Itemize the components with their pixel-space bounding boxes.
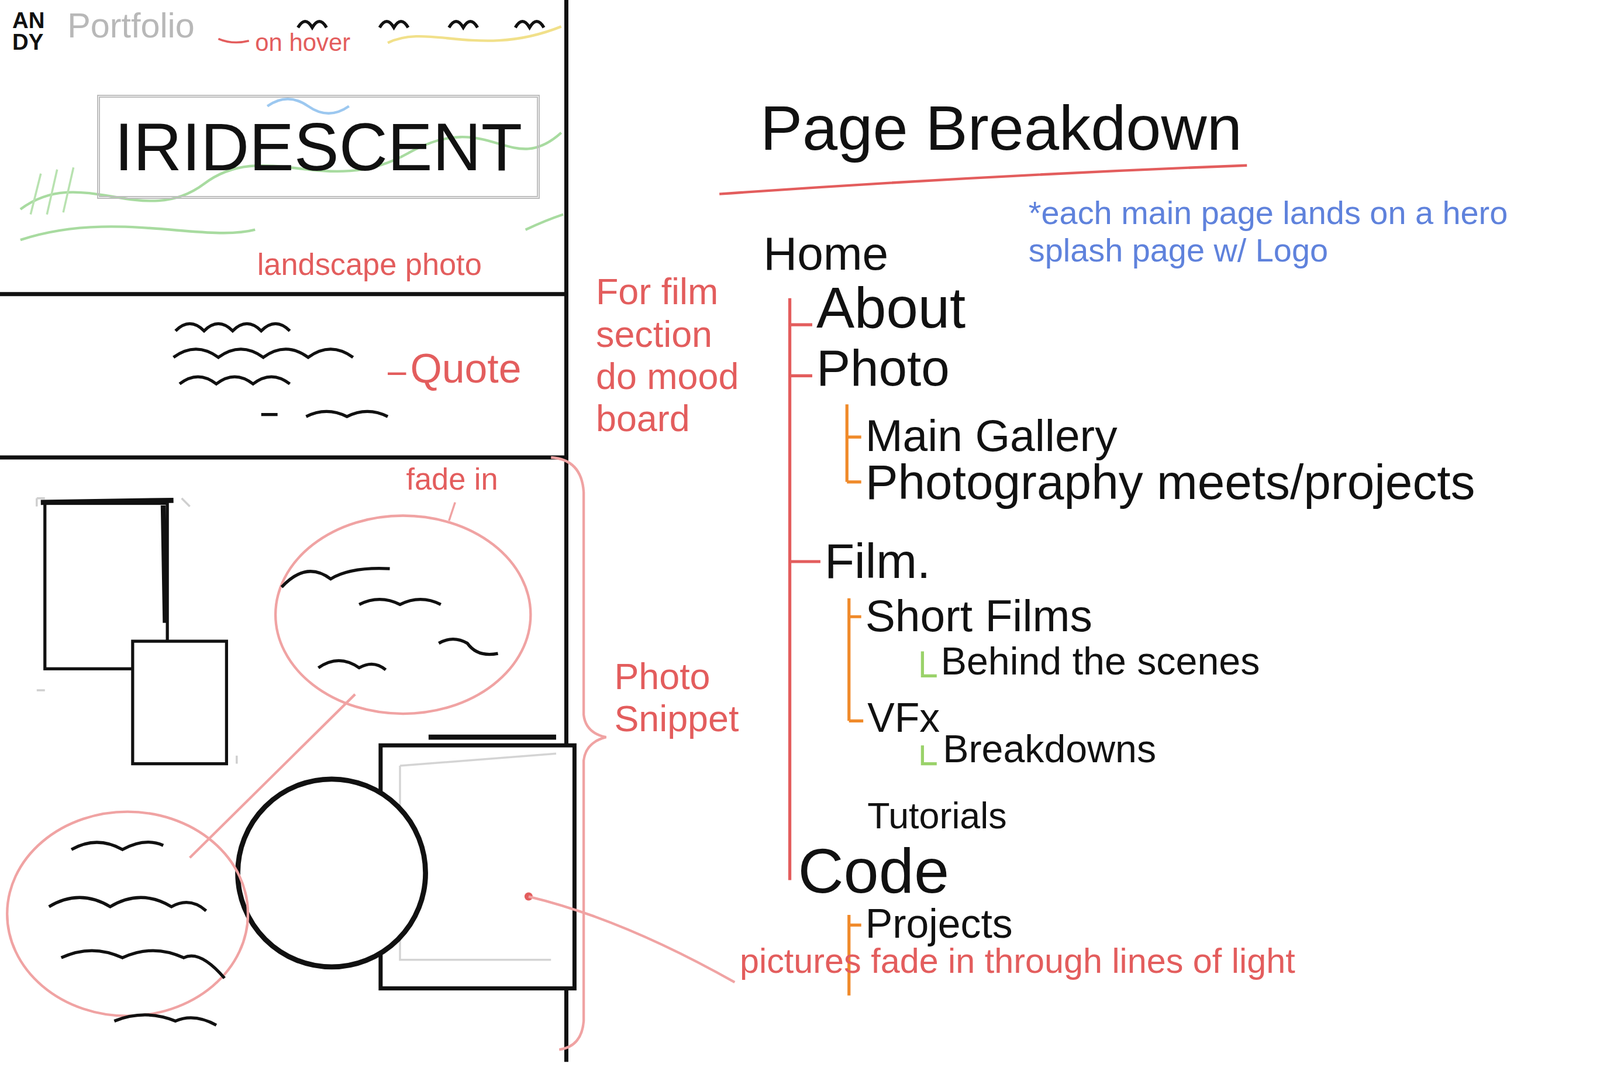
tree-item: Home [763, 226, 889, 281]
tree-item: Code [798, 834, 950, 908]
landscape-hatch [30, 167, 74, 215]
text-bubble [7, 811, 248, 1016]
annotation: Quote [409, 345, 522, 392]
annotation: Portfolio [67, 5, 195, 46]
label-slot: Photo Snippet [614, 654, 747, 740]
annotation: pictures fade in through lines of light [739, 940, 1393, 981]
tree-line [849, 598, 864, 721]
tree-item: Photography meets/projects [865, 453, 1476, 510]
text-bubble [275, 515, 531, 714]
label-slot: Main Gallery [865, 409, 1118, 462]
nav-squiggle [298, 21, 545, 28]
tree-item: VFx [867, 694, 940, 741]
page-title: Page Breakdown [760, 91, 1243, 165]
tree-item: Behind the scenes [940, 638, 1261, 684]
label-slot: Photo [816, 338, 950, 398]
section-bracket [550, 457, 606, 1050]
tree-item: Short Films [865, 590, 1093, 642]
label-slot: Projects [865, 900, 1013, 947]
label-slot: Tutorials [867, 794, 1007, 837]
label-slot: pictures fade in through lines of light [739, 940, 1393, 981]
title-slot: Page Breakdown [760, 91, 1243, 165]
tree-line [790, 298, 821, 881]
label-slot: *each main page lands on a hero splash p… [1028, 194, 1509, 270]
landscape-line [387, 26, 562, 43]
quote-squiggle [175, 323, 290, 331]
section-divider [0, 294, 567, 458]
quote-squiggle [261, 411, 388, 417]
tree-item: Main Gallery [865, 409, 1118, 462]
title-box: IRIDESCENT [97, 94, 540, 199]
tree-item: Projects [865, 900, 1013, 947]
label-slot: Short Films [865, 590, 1093, 642]
tree-item: Breakdowns [942, 726, 1157, 771]
annotation: *each main page lands on a hero splash p… [1028, 194, 1509, 270]
leader-line [218, 38, 249, 43]
tree-item: About [816, 275, 966, 341]
bubble-squiggle [281, 568, 499, 670]
label-slot: Photography meets/projects [865, 453, 1476, 510]
quote-squiggle [173, 349, 354, 358]
label-slot: Quote [409, 345, 522, 392]
tree-item: Photo [816, 338, 950, 398]
label-slot: Portfolio [67, 5, 195, 46]
label-slot: Behind the scenes [940, 638, 1261, 684]
annotation: on hover [254, 28, 351, 57]
label-slot: on hover [254, 28, 351, 57]
label-slot: landscape photo [257, 246, 482, 282]
label-slot: AN DY [12, 9, 45, 53]
bubble-squiggle [49, 842, 225, 1026]
label-slot: For film section do mood board [595, 270, 750, 440]
photo-frame [428, 734, 557, 740]
bubble-link [190, 694, 356, 858]
label-slot: Home [763, 226, 889, 281]
annotation: Photo Snippet [614, 654, 747, 740]
leader-line [449, 502, 455, 521]
tree-item: Tutorials [867, 794, 1007, 837]
tree-item: Film. [824, 532, 931, 589]
leader-line [387, 372, 406, 375]
label-slot: Film. [824, 532, 931, 589]
label-slot: fade in [405, 461, 498, 497]
photo-frame [132, 640, 227, 764]
annotation: For film section do mood board [595, 270, 750, 440]
annotation: AN DY [12, 9, 45, 53]
box-text: IRIDESCENT [114, 108, 523, 186]
label-slot: About [816, 275, 966, 341]
label-slot: Breakdowns [942, 726, 1157, 771]
leader-line [528, 896, 735, 983]
corner-mark [36, 498, 237, 764]
annotation: fade in [405, 461, 498, 497]
annotation: landscape photo [257, 246, 482, 282]
quote-squiggle [179, 376, 290, 384]
label-slot: Code [798, 834, 950, 908]
photo-circle [238, 778, 426, 967]
label-slot: VFx [867, 694, 940, 741]
title-underline [719, 165, 1247, 195]
landscape-line [20, 214, 564, 241]
tree-line [846, 404, 861, 482]
photo-frame [40, 500, 174, 623]
